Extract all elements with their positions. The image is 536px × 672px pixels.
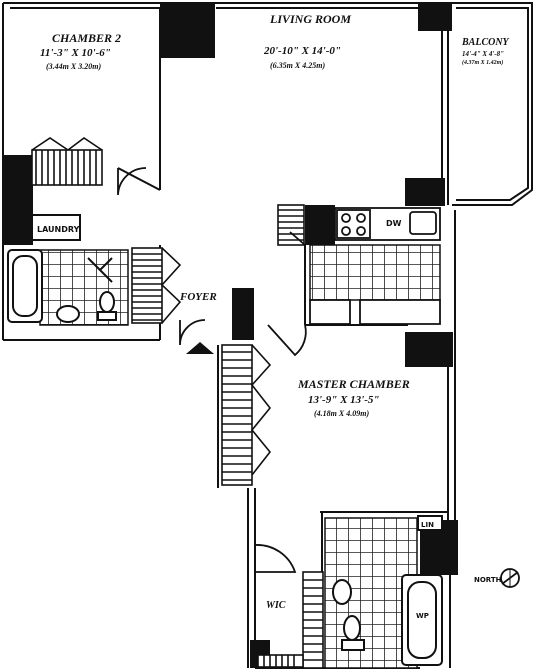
master-chamber-name: MASTER CHAMBER (297, 377, 410, 391)
kitchen: DW (309, 207, 441, 325)
toilet-2 (343, 615, 361, 641)
washer-label: WP (416, 612, 429, 620)
room-labels: CHAMBER 2 11'-3" X 10'-6" (3.44m X 3.20m… (37, 12, 510, 611)
living-room-dims-m: (6.35m X 4.25m) (270, 61, 325, 70)
chamber2-name: CHAMBER 2 (52, 31, 121, 45)
master-chamber-dims-m: (4.18m X 4.09m) (314, 409, 369, 418)
bath1-fixtures (7, 249, 117, 323)
refrigerator (309, 299, 351, 325)
range (336, 209, 371, 239)
balcony-name: BALCONY (461, 37, 510, 48)
balcony-dims-m: (4.37m X 1.42m) (462, 59, 503, 66)
chamber2-dims-m: (3.44m X 3.20m) (46, 62, 101, 71)
wic-label: WIC (266, 600, 286, 611)
chamber2-dims-ft: 11'-3" X 10'-6" (40, 47, 111, 59)
closet-foyer (131, 247, 182, 324)
living-room-name: LIVING ROOM (269, 12, 351, 26)
laundry-label: LAUNDRY (37, 225, 80, 234)
closet-master (221, 344, 272, 486)
linen-label: LIN (421, 521, 434, 529)
closet-chamber2 (31, 137, 103, 186)
closet-living (277, 204, 305, 246)
balcony-dims-ft: 14'-4" X 4'-8" (462, 50, 504, 58)
north-arrow: NORTH (474, 568, 520, 588)
foyer-label: FOYER (179, 291, 217, 303)
dishwasher-label: DW (386, 219, 402, 228)
closet-wic (257, 571, 324, 669)
toilet-1-tank (97, 311, 117, 321)
wall-columns (3, 3, 458, 668)
balcony (452, 2, 533, 206)
master-chamber-dims-ft: 13'-9" X 13'-5" (308, 394, 380, 406)
closets (31, 137, 324, 669)
bath2-fixtures: LIN WP (332, 515, 443, 666)
kitchen-tile (309, 244, 441, 301)
wall-outlines (2, 2, 456, 669)
sink-1 (56, 305, 80, 323)
sink (409, 211, 437, 235)
door-swings (117, 167, 307, 573)
living-room-dims-ft: 20'-10" X 14'-0" (263, 45, 341, 57)
laundry-box (33, 214, 81, 241)
toilet-1 (99, 291, 115, 313)
linen-closet (417, 515, 443, 531)
north-label: NORTH (474, 576, 502, 584)
sink-2 (332, 579, 352, 605)
entry-arrow-icon (186, 342, 214, 354)
